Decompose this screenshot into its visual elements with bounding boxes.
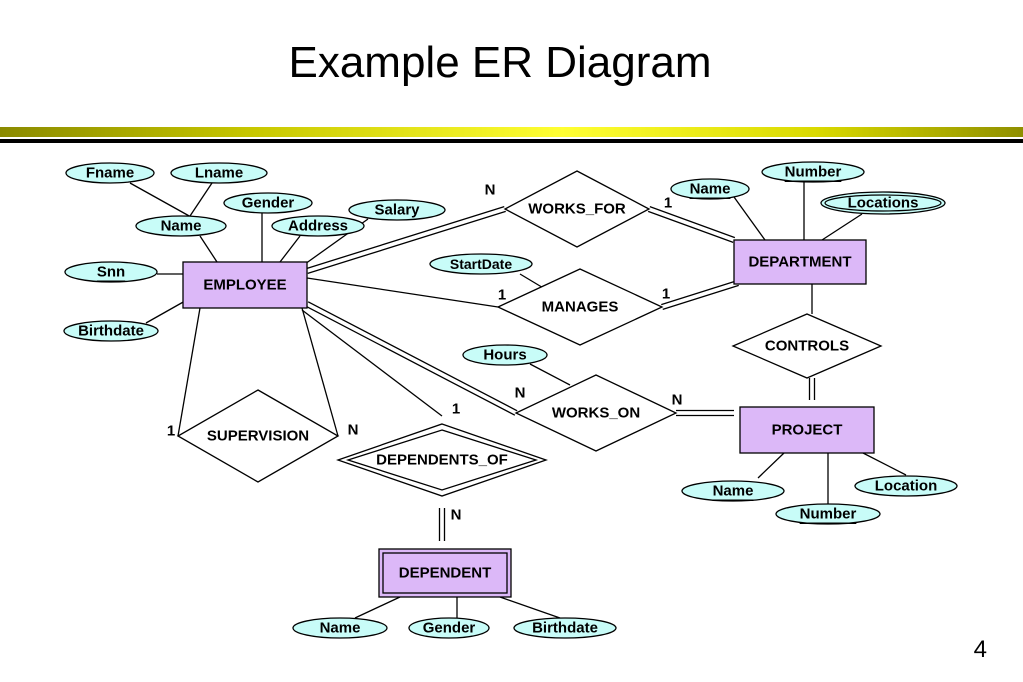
relationship-label: WORKS_ON — [552, 405, 640, 422]
attribute-label: Number — [800, 506, 857, 523]
attr-link-hours — [529, 363, 571, 386]
attribute-emp_salary: Salary — [348, 199, 446, 221]
rel-link-works-for-department — [649, 206, 736, 239]
attribute-dep_gender: Gender — [408, 617, 490, 639]
cardinality-works-for-department: 1 — [664, 195, 672, 212]
relationship-label: WORKS_FOR — [528, 201, 626, 218]
attribute-proj_location: Location — [854, 475, 958, 497]
relationship-works_for: WORKS_FOR — [503, 170, 651, 248]
attr-link-dep-name — [354, 596, 401, 619]
relationship-works_on: WORKS_ON — [514, 374, 678, 452]
attribute-label: Location — [875, 478, 938, 495]
attribute-label: Fname — [86, 165, 134, 182]
cardinality-dependents-of-employee: 1 — [452, 401, 460, 418]
attr-link-birthdate — [145, 300, 186, 324]
rel-link-manages-department — [662, 284, 739, 311]
relationship-label: CONTROLS — [765, 338, 849, 355]
relationship-label: DEPENDENTS_OF — [376, 452, 508, 469]
attribute-dept_locations: Locations — [820, 191, 946, 215]
attr-link-dep-birthdate — [499, 596, 561, 619]
attribute-emp_lname: Lname — [170, 162, 268, 184]
relationship-supervision: SUPERVISION — [176, 389, 340, 483]
title-rule-line — [0, 139, 1023, 143]
attribute-wf_startdate: StartDate — [429, 253, 533, 275]
attribute-dept_number: Number — [761, 161, 865, 183]
attribute-label: Hours — [483, 347, 526, 364]
attribute-dep_name: Name — [292, 617, 388, 639]
rel-link-manages-employee — [306, 277, 499, 308]
rel-link-works-for-employee — [307, 210, 506, 275]
attribute-label: Name — [161, 218, 202, 235]
attr-link-name — [199, 235, 218, 263]
attribute-label: Number — [785, 164, 842, 181]
attribute-label: Birthdate — [532, 620, 598, 637]
rel-link-works-on-employee — [305, 305, 516, 416]
attribute-emp_fname: Fname — [65, 162, 155, 184]
attr-link-dept-name — [733, 196, 766, 241]
cardinality-supervision-supervisor: 1 — [167, 423, 175, 440]
rel-link-supervision-supervisor — [177, 307, 201, 437]
attribute-emp_gender: Gender — [223, 192, 313, 214]
cardinality-works-on-project: N — [672, 392, 683, 409]
attribute-emp_name: Name — [135, 215, 227, 237]
cardinality-supervision-supervisee: N — [348, 422, 359, 439]
rel-link-manages-department — [661, 279, 738, 306]
attribute-label: Locations — [848, 195, 919, 212]
attribute-wo_hours: Hours — [462, 344, 548, 366]
attribute-proj_name: Name — [681, 480, 785, 502]
relationship-label: SUPERVISION — [207, 428, 309, 445]
attribute-emp_address: Address — [271, 215, 365, 237]
attribute-label: Address — [288, 218, 348, 235]
attribute-label: Lname — [195, 165, 243, 182]
entity-label: DEPENDENT — [399, 565, 492, 582]
attribute-label: Gender — [423, 620, 476, 637]
cardinality-dependents-of-dependent: N — [451, 507, 462, 524]
relationship-dependents_of: DEPENDENTS_OF — [336, 423, 548, 497]
attr-link-proj-name — [757, 452, 785, 479]
relationship-controls: CONTROLS — [731, 313, 883, 379]
attribute-emp_ssn: Snn — [64, 261, 158, 283]
attribute-emp_birthdate: Birthdate — [63, 320, 159, 342]
rel-link-supervision-supervisee — [301, 307, 339, 437]
attribute-label: Gender — [242, 195, 295, 212]
relationship-manages: MANAGES — [496, 268, 664, 346]
slide-title: Example ER Diagram — [288, 38, 712, 87]
attr-link-address — [279, 235, 301, 263]
diagram-shapes: EMPLOYEE DEPARTMENT PROJECT DEPENDENT WORKS_… — [63, 161, 958, 639]
attr-link-dept-locations — [821, 213, 863, 241]
cardinality-works-on-employee: N — [515, 385, 526, 402]
attribute-proj_number: Number — [775, 503, 881, 525]
attribute-label: Birthdate — [78, 323, 144, 340]
entity-label: DEPARTMENT — [748, 254, 851, 271]
title-rule-gradient — [0, 127, 1023, 137]
attribute-label: Snn — [97, 264, 125, 281]
entity-department: DEPARTMENT — [733, 239, 867, 285]
entity-label: EMPLOYEE — [203, 277, 286, 294]
attribute-dep_birthdate: Birthdate — [513, 617, 617, 639]
cardinality-works-for-employee: N — [485, 182, 496, 199]
attr-link-proj-location — [862, 452, 907, 476]
rel-link-works-for-department — [647, 210, 734, 243]
relationship-label: MANAGES — [542, 299, 619, 316]
rel-link-works-for-employee — [306, 205, 505, 270]
attr-link-lname — [189, 182, 213, 217]
attribute-label: Salary — [374, 202, 420, 219]
attribute-dept_name: Name — [670, 178, 750, 200]
connector-lines — [129, 182, 907, 619]
entity-project: PROJECT — [739, 406, 875, 454]
attribute-label: Name — [713, 483, 754, 500]
rel-link-dependents-of-employee — [301, 309, 443, 417]
rel-link-works-on-employee — [307, 301, 518, 412]
cardinality-manages-employee: 1 — [498, 287, 506, 304]
cardinality-manages-department: 1 — [662, 286, 670, 303]
page-number: 4 — [973, 636, 987, 663]
attribute-label: Name — [320, 620, 361, 637]
entity-employee: EMPLOYEE — [182, 261, 308, 309]
attribute-label: Name — [690, 181, 731, 198]
entity-label: PROJECT — [772, 422, 843, 439]
entity-dependent: DEPENDENT — [378, 548, 512, 598]
attribute-label: StartDate — [450, 256, 512, 272]
